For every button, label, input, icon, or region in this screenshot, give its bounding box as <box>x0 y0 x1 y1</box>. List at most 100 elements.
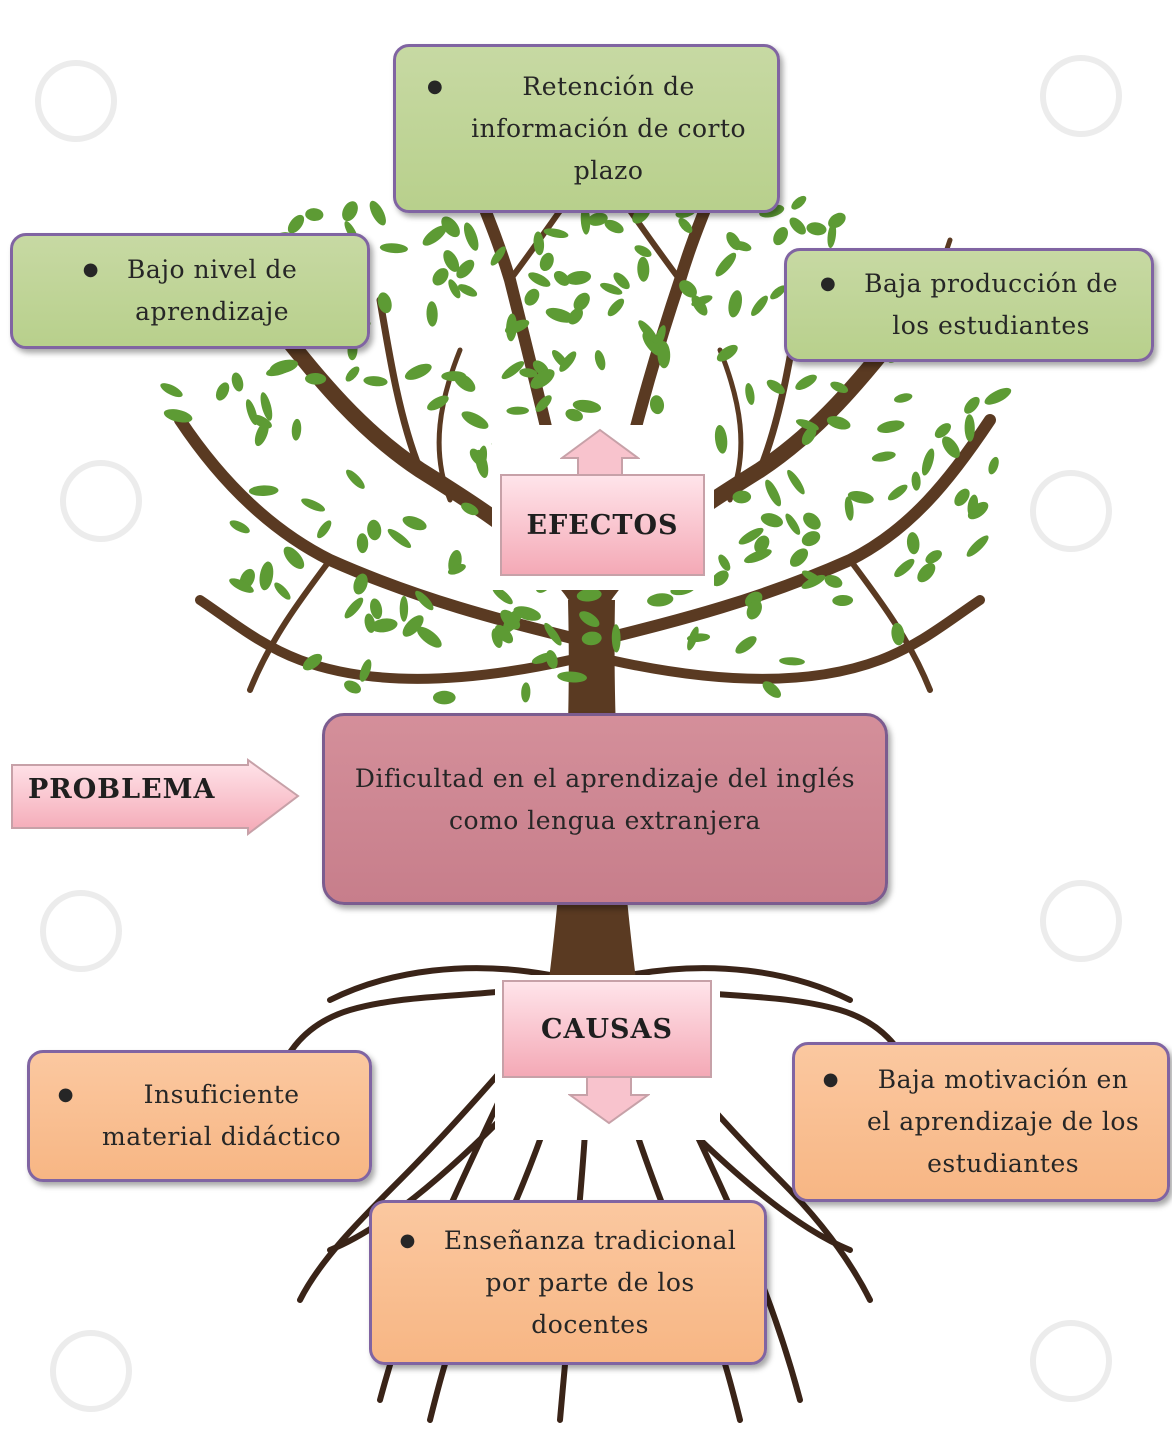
tree-root <box>677 1117 853 1253</box>
leaf <box>789 217 806 235</box>
leaf <box>283 546 305 570</box>
leaf <box>754 535 770 554</box>
leaf <box>301 498 326 512</box>
leaf <box>344 680 361 694</box>
leaf <box>795 419 819 431</box>
leaf <box>765 479 782 507</box>
leaf <box>988 456 999 475</box>
leaf <box>415 590 434 611</box>
leaf <box>506 406 529 415</box>
leaf <box>634 245 652 257</box>
down-arrow-icon <box>568 1076 650 1125</box>
leaf <box>404 363 432 380</box>
tree-branch <box>247 557 333 693</box>
leaf <box>925 550 942 564</box>
cause-text-line: estudiantes <box>927 1149 1080 1178</box>
leaf <box>443 250 460 272</box>
leaf <box>458 284 478 297</box>
effect-text-line: los estudiantes <box>892 311 1090 340</box>
leaf <box>687 626 699 651</box>
cause-text-line: Enseñanza tradicional <box>443 1225 737 1255</box>
leaf <box>545 307 575 323</box>
effect-text-line: información de corto <box>471 113 747 143</box>
leaf <box>302 653 323 671</box>
effect-text-line: Baja producción de <box>864 269 1119 298</box>
problem-text-line: Dificultad en el aprendizaje del inglés <box>354 764 856 793</box>
leaf <box>801 426 817 446</box>
leaf <box>921 448 935 476</box>
leaf <box>565 408 583 422</box>
leaf <box>344 597 364 619</box>
leaf <box>826 416 851 430</box>
leaf <box>611 624 621 653</box>
leaf <box>447 564 466 575</box>
effect-text-line: aprendizaje <box>135 297 290 326</box>
leaf <box>545 650 558 669</box>
leaf <box>463 222 479 251</box>
leaf <box>461 502 479 516</box>
cause-text-line: Insuficiente <box>143 1080 300 1109</box>
leaf <box>305 372 327 385</box>
bullet-icon: ● <box>426 75 444 97</box>
leaf <box>544 622 562 646</box>
leaf <box>787 469 805 495</box>
leaf <box>367 519 382 541</box>
effect-box: ● Bajo nivel de aprendizaje <box>10 233 370 349</box>
leaf <box>894 393 913 403</box>
leaf <box>557 671 587 683</box>
leaf <box>600 282 623 295</box>
leaf <box>274 582 291 600</box>
up-arrow-icon <box>560 428 640 477</box>
leaf <box>346 469 365 489</box>
leaf <box>966 535 989 557</box>
effect-box: ● Baja producción de los estudiantes <box>784 248 1154 362</box>
leaf <box>806 222 827 236</box>
leaf <box>572 399 602 413</box>
leaf <box>305 208 324 222</box>
cause-box: ● Insuficiente material didáctico <box>27 1050 372 1182</box>
leaf <box>906 532 920 555</box>
leaf <box>657 341 671 369</box>
problem-box: Dificultad en el aprendizaje del inglés … <box>322 713 888 905</box>
leaf <box>553 270 570 286</box>
bullet-icon: ● <box>819 273 837 294</box>
leaf <box>894 558 915 578</box>
leaf <box>803 512 821 530</box>
leaf <box>528 272 551 287</box>
leaf <box>490 246 506 266</box>
leaf <box>441 216 460 238</box>
leaf <box>716 344 738 362</box>
leaf <box>215 382 230 401</box>
leaf <box>613 272 630 290</box>
leaf <box>441 371 467 382</box>
leaf <box>402 516 427 531</box>
leaf <box>359 659 372 682</box>
leaf <box>259 561 274 591</box>
leaf <box>732 490 752 504</box>
leaf <box>917 562 936 583</box>
leaf <box>539 252 554 272</box>
leaf <box>519 368 538 378</box>
leaf <box>345 366 360 382</box>
leaf <box>638 320 659 344</box>
leaf <box>785 513 801 535</box>
leaf <box>500 609 521 630</box>
leaf <box>248 485 279 497</box>
tree-branch <box>847 557 933 693</box>
leaf <box>642 332 662 356</box>
leaf <box>830 381 849 394</box>
leaf <box>533 231 545 256</box>
leaf <box>494 624 514 644</box>
leaf <box>363 376 388 387</box>
leaf <box>871 451 896 462</box>
bullet-icon: ● <box>82 259 99 280</box>
leaf <box>370 618 398 633</box>
leaf <box>735 636 757 654</box>
leaf <box>828 212 846 229</box>
leaf <box>607 298 625 317</box>
leaf <box>718 554 731 571</box>
effect-text-line: plazo <box>573 155 644 185</box>
leaf <box>691 295 708 316</box>
leaf <box>229 520 250 534</box>
causes-label: CAUSAS <box>502 980 712 1078</box>
